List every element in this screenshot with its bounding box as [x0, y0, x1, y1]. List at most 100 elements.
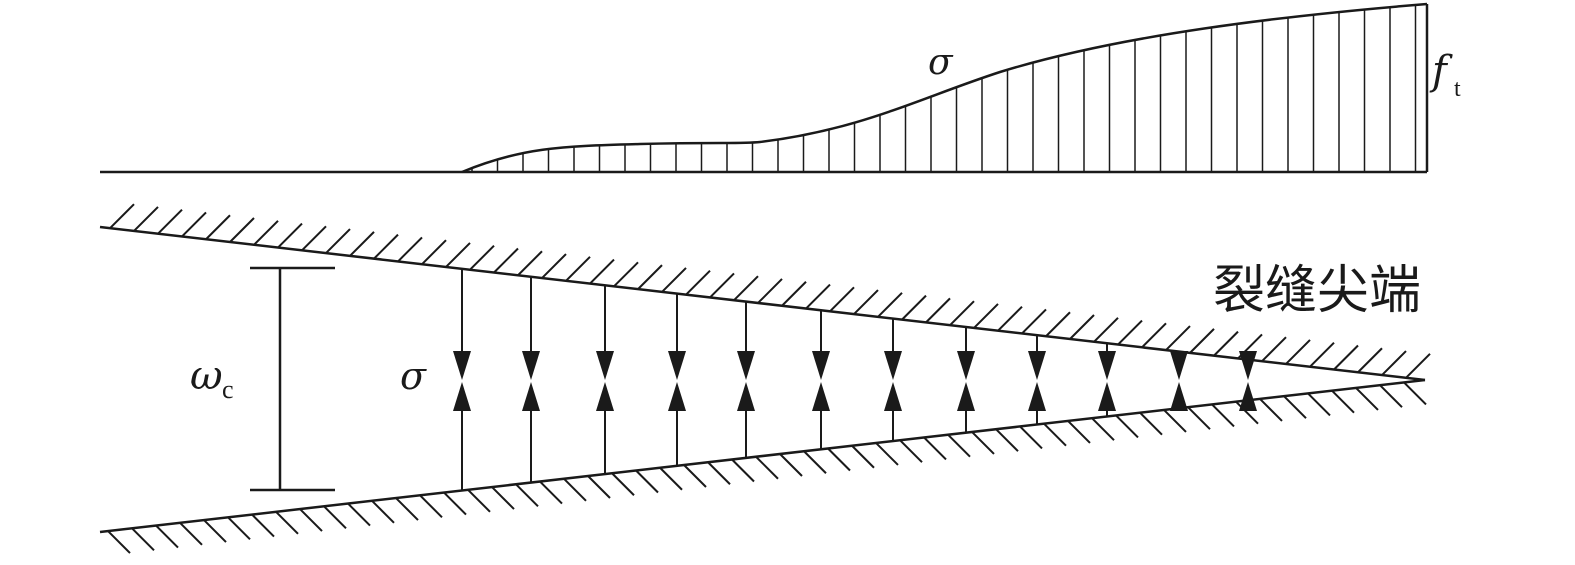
arrow-head-up — [884, 382, 902, 411]
lower-hatch-line — [635, 469, 659, 494]
arrow-head-up — [1028, 382, 1046, 411]
lower-hatch-line — [1235, 400, 1259, 425]
upper-hatch-line — [493, 247, 519, 274]
upper-hatch-line — [1213, 330, 1239, 357]
arrow-head-down — [957, 351, 975, 380]
tensile-strength-symbol: f — [1429, 48, 1453, 94]
lower-hatch-line — [947, 434, 971, 458]
lower-hatch-line — [155, 524, 179, 549]
upper-hatch-line — [613, 261, 639, 288]
upper-hatch-line — [1165, 325, 1191, 351]
lower-hatch-line — [131, 527, 155, 552]
stress-curve-label: σ — [928, 42, 954, 83]
upper-hatch-line — [589, 258, 615, 285]
lower-hatch-line — [611, 472, 635, 496]
arrow-head-up — [812, 382, 830, 411]
upper-hatch-line — [397, 236, 423, 263]
upper-hatch-line — [157, 208, 183, 235]
upper-hatch-line — [421, 239, 447, 265]
cohesive-stress-label: σ — [400, 354, 427, 398]
crack-faces — [99, 203, 1431, 554]
lower-hatch-line — [1163, 409, 1187, 433]
lower-hatch-line — [755, 456, 779, 480]
arrow-head-down — [668, 351, 686, 380]
lower-hatch-line — [443, 491, 467, 516]
lower-face-hatching — [107, 381, 1427, 554]
lower-hatch-line — [659, 467, 683, 491]
arrow-head-up — [1239, 382, 1257, 411]
upper-hatch-line — [229, 217, 255, 243]
arrow-pair — [812, 310, 830, 450]
upper-hatch-line — [925, 297, 951, 324]
arrow-head-down — [884, 351, 902, 380]
arrow-head-up — [737, 382, 755, 411]
lower-hatch-line — [107, 530, 131, 554]
lower-hatch-line — [779, 453, 803, 477]
upper-hatch-line — [301, 225, 327, 252]
upper-hatch-line — [829, 286, 855, 313]
lower-hatch-line — [1019, 425, 1043, 450]
arrow-head-down — [453, 351, 471, 380]
lower-hatch-line — [899, 439, 923, 463]
lower-hatch-line — [299, 508, 323, 532]
upper-hatch-line — [901, 294, 927, 321]
lower-hatch-line — [1379, 384, 1403, 408]
lower-hatch-line — [1043, 423, 1067, 447]
upper-hatch-line — [1405, 353, 1431, 379]
upper-face-hatching — [109, 203, 1431, 379]
arrow-head-down — [737, 351, 755, 380]
upper-hatch-line — [325, 228, 351, 254]
lower-hatch-line — [1307, 392, 1331, 417]
lower-hatch-line — [395, 497, 419, 521]
tensile-strength-label: f t — [1429, 48, 1461, 102]
upper-hatch-line — [1141, 322, 1167, 349]
upper-hatch-line — [853, 289, 879, 315]
arrow-pair — [453, 268, 471, 491]
arrow-pair — [884, 318, 902, 442]
upper-hatch-line — [1069, 314, 1095, 340]
lower-hatch-line — [1115, 414, 1139, 439]
arrow-head-down — [812, 351, 830, 380]
lower-hatch-line — [1259, 398, 1283, 422]
upper-hatch-line — [781, 281, 807, 307]
lower-hatch-line — [1331, 389, 1355, 414]
arrow-pair — [737, 301, 755, 458]
upper-hatch-line — [205, 214, 231, 240]
arrow-head-down — [1170, 351, 1188, 380]
lower-hatch-line — [1091, 417, 1115, 441]
upper-hatch-line — [973, 303, 999, 329]
upper-hatch-line — [1093, 317, 1119, 343]
lower-hatch-line — [1139, 411, 1163, 436]
arrow-head-up — [522, 382, 540, 411]
lower-hatch-line — [707, 461, 731, 485]
upper-hatch-line — [1261, 336, 1287, 362]
upper-hatch-line — [469, 245, 495, 271]
arrow-head-up — [596, 382, 614, 411]
stress-curve — [461, 2, 1428, 174]
lower-hatch-line — [323, 505, 347, 530]
upper-hatch-line — [685, 269, 711, 296]
arrow-head-down — [1028, 351, 1046, 380]
lower-hatch-line — [203, 519, 227, 543]
lower-hatch-line — [419, 494, 443, 518]
lower-hatch-line — [347, 502, 371, 527]
upper-hatch-line — [253, 220, 279, 246]
lower-crack-face — [99, 378, 1426, 534]
lower-hatch-line — [803, 450, 827, 474]
crack-opening-symbol: ω — [190, 353, 223, 399]
upper-hatch-line — [1333, 344, 1359, 371]
crack-opening-subscript: c — [222, 375, 234, 404]
upper-hatch-line — [1189, 328, 1215, 354]
lower-hatch-line — [851, 445, 875, 469]
lower-hatch-line — [1403, 381, 1427, 406]
upper-hatch-line — [1309, 342, 1335, 368]
lower-hatch-line — [971, 431, 995, 455]
arrow-head-up — [453, 382, 471, 411]
upper-hatch-line — [565, 256, 591, 282]
arrow-pair — [1098, 343, 1116, 417]
arrow-head-down — [522, 351, 540, 380]
upper-hatch-line — [1357, 347, 1383, 373]
lower-hatch-line — [827, 447, 851, 472]
lower-hatch-line — [1187, 406, 1211, 430]
stress-hatching — [471, 4, 1417, 172]
